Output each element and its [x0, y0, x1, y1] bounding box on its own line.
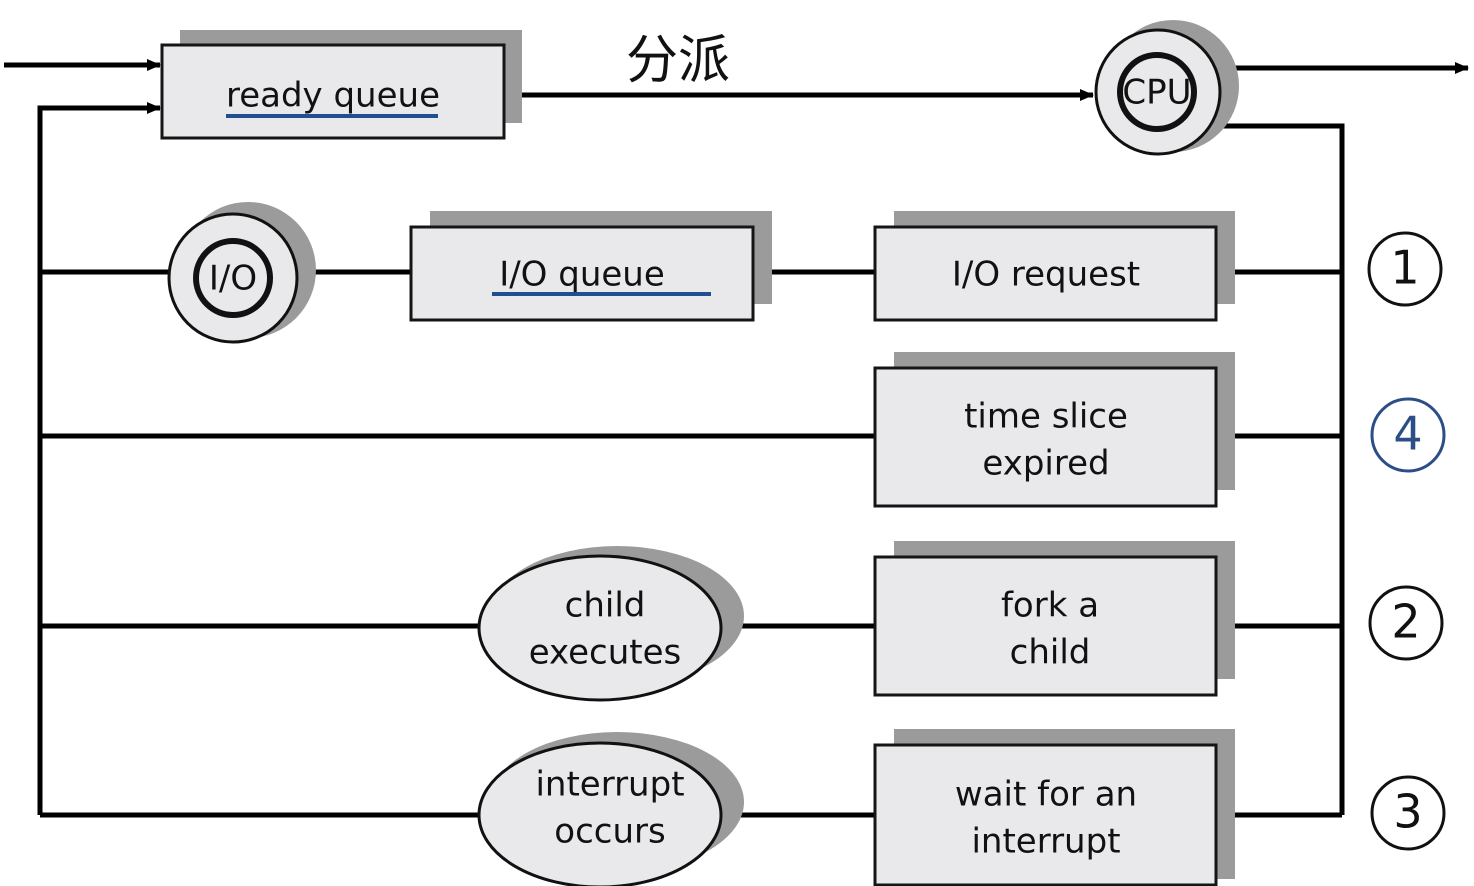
cpu-label: CPU	[1122, 73, 1191, 113]
io-queue-node: I/O queue	[409, 211, 772, 322]
ready-queue-label: ready queue	[226, 76, 440, 116]
fork-child-line-2: child	[1010, 633, 1091, 673]
wait-interrupt-line-2: interrupt	[971, 822, 1120, 862]
route-number-3-text: 3	[1393, 785, 1422, 839]
ready-queue-node: ready queue	[160, 30, 522, 140]
time-slice-line-2: expired	[982, 444, 1109, 484]
ready-queue-box	[160, 43, 506, 140]
fork-child-box	[873, 555, 1218, 697]
io-device-outer-circle	[167, 212, 299, 344]
route-number-1: 1	[1367, 231, 1443, 307]
route-number-4: 4	[1370, 397, 1446, 473]
route-number-4-circle	[1370, 397, 1446, 473]
wait-interrupt-box	[873, 743, 1218, 886]
route-number-1-circle	[1367, 231, 1443, 307]
child-executes-ellipse	[477, 554, 723, 702]
flow-lines	[4, 59, 1469, 821]
interrupt-occurs-line-1: interrupt	[535, 765, 684, 805]
route-number-4-text: 4	[1393, 407, 1422, 461]
io-device-node: I/O	[167, 202, 316, 344]
io-queue-label: I/O queue	[499, 255, 665, 295]
wait-interrupt-line-1: wait for an	[955, 775, 1137, 815]
io-request-box	[873, 225, 1218, 322]
wait-interrupt-node: wait for an interrupt	[873, 729, 1235, 886]
cpu-node: CPU	[1094, 20, 1239, 156]
route-number-3: 3	[1370, 775, 1446, 851]
fork-child-node: fork a child	[873, 541, 1235, 697]
child-executes-line-1: child	[565, 586, 646, 626]
child-executes-node: child executes	[477, 546, 744, 702]
io-device-label: I/O	[209, 259, 257, 299]
route-number-1-text: 1	[1390, 241, 1419, 295]
interrupt-occurs-ellipse	[477, 741, 723, 886]
dispatch-label: 分派	[626, 31, 730, 91]
cpu-branch-line	[1215, 123, 1345, 815]
time-slice-line-1: time slice	[964, 397, 1128, 437]
child-executes-line-2: executes	[529, 633, 682, 673]
route-number-2-text: 2	[1391, 595, 1420, 649]
io-request-node: I/O request	[873, 211, 1235, 322]
cpu-outer-circle	[1094, 28, 1222, 156]
interrupt-occurs-node: interrupt occurs	[477, 732, 744, 886]
cpu-inner-circle	[1117, 52, 1197, 132]
io-queue-box	[409, 225, 755, 322]
route-number-2: 2	[1368, 585, 1444, 661]
time-slice-box	[873, 366, 1218, 508]
route-number-3-circle	[1370, 775, 1446, 851]
route-number-2-circle	[1368, 585, 1444, 661]
interrupt-occurs-line-2: occurs	[554, 812, 665, 852]
io-device-inner-circle	[193, 238, 273, 318]
fork-child-line-1: fork a	[1001, 586, 1099, 626]
time-slice-node: time slice expired	[873, 352, 1235, 508]
io-request-label: I/O request	[952, 255, 1140, 295]
return-to-ready-line	[37, 102, 161, 815]
